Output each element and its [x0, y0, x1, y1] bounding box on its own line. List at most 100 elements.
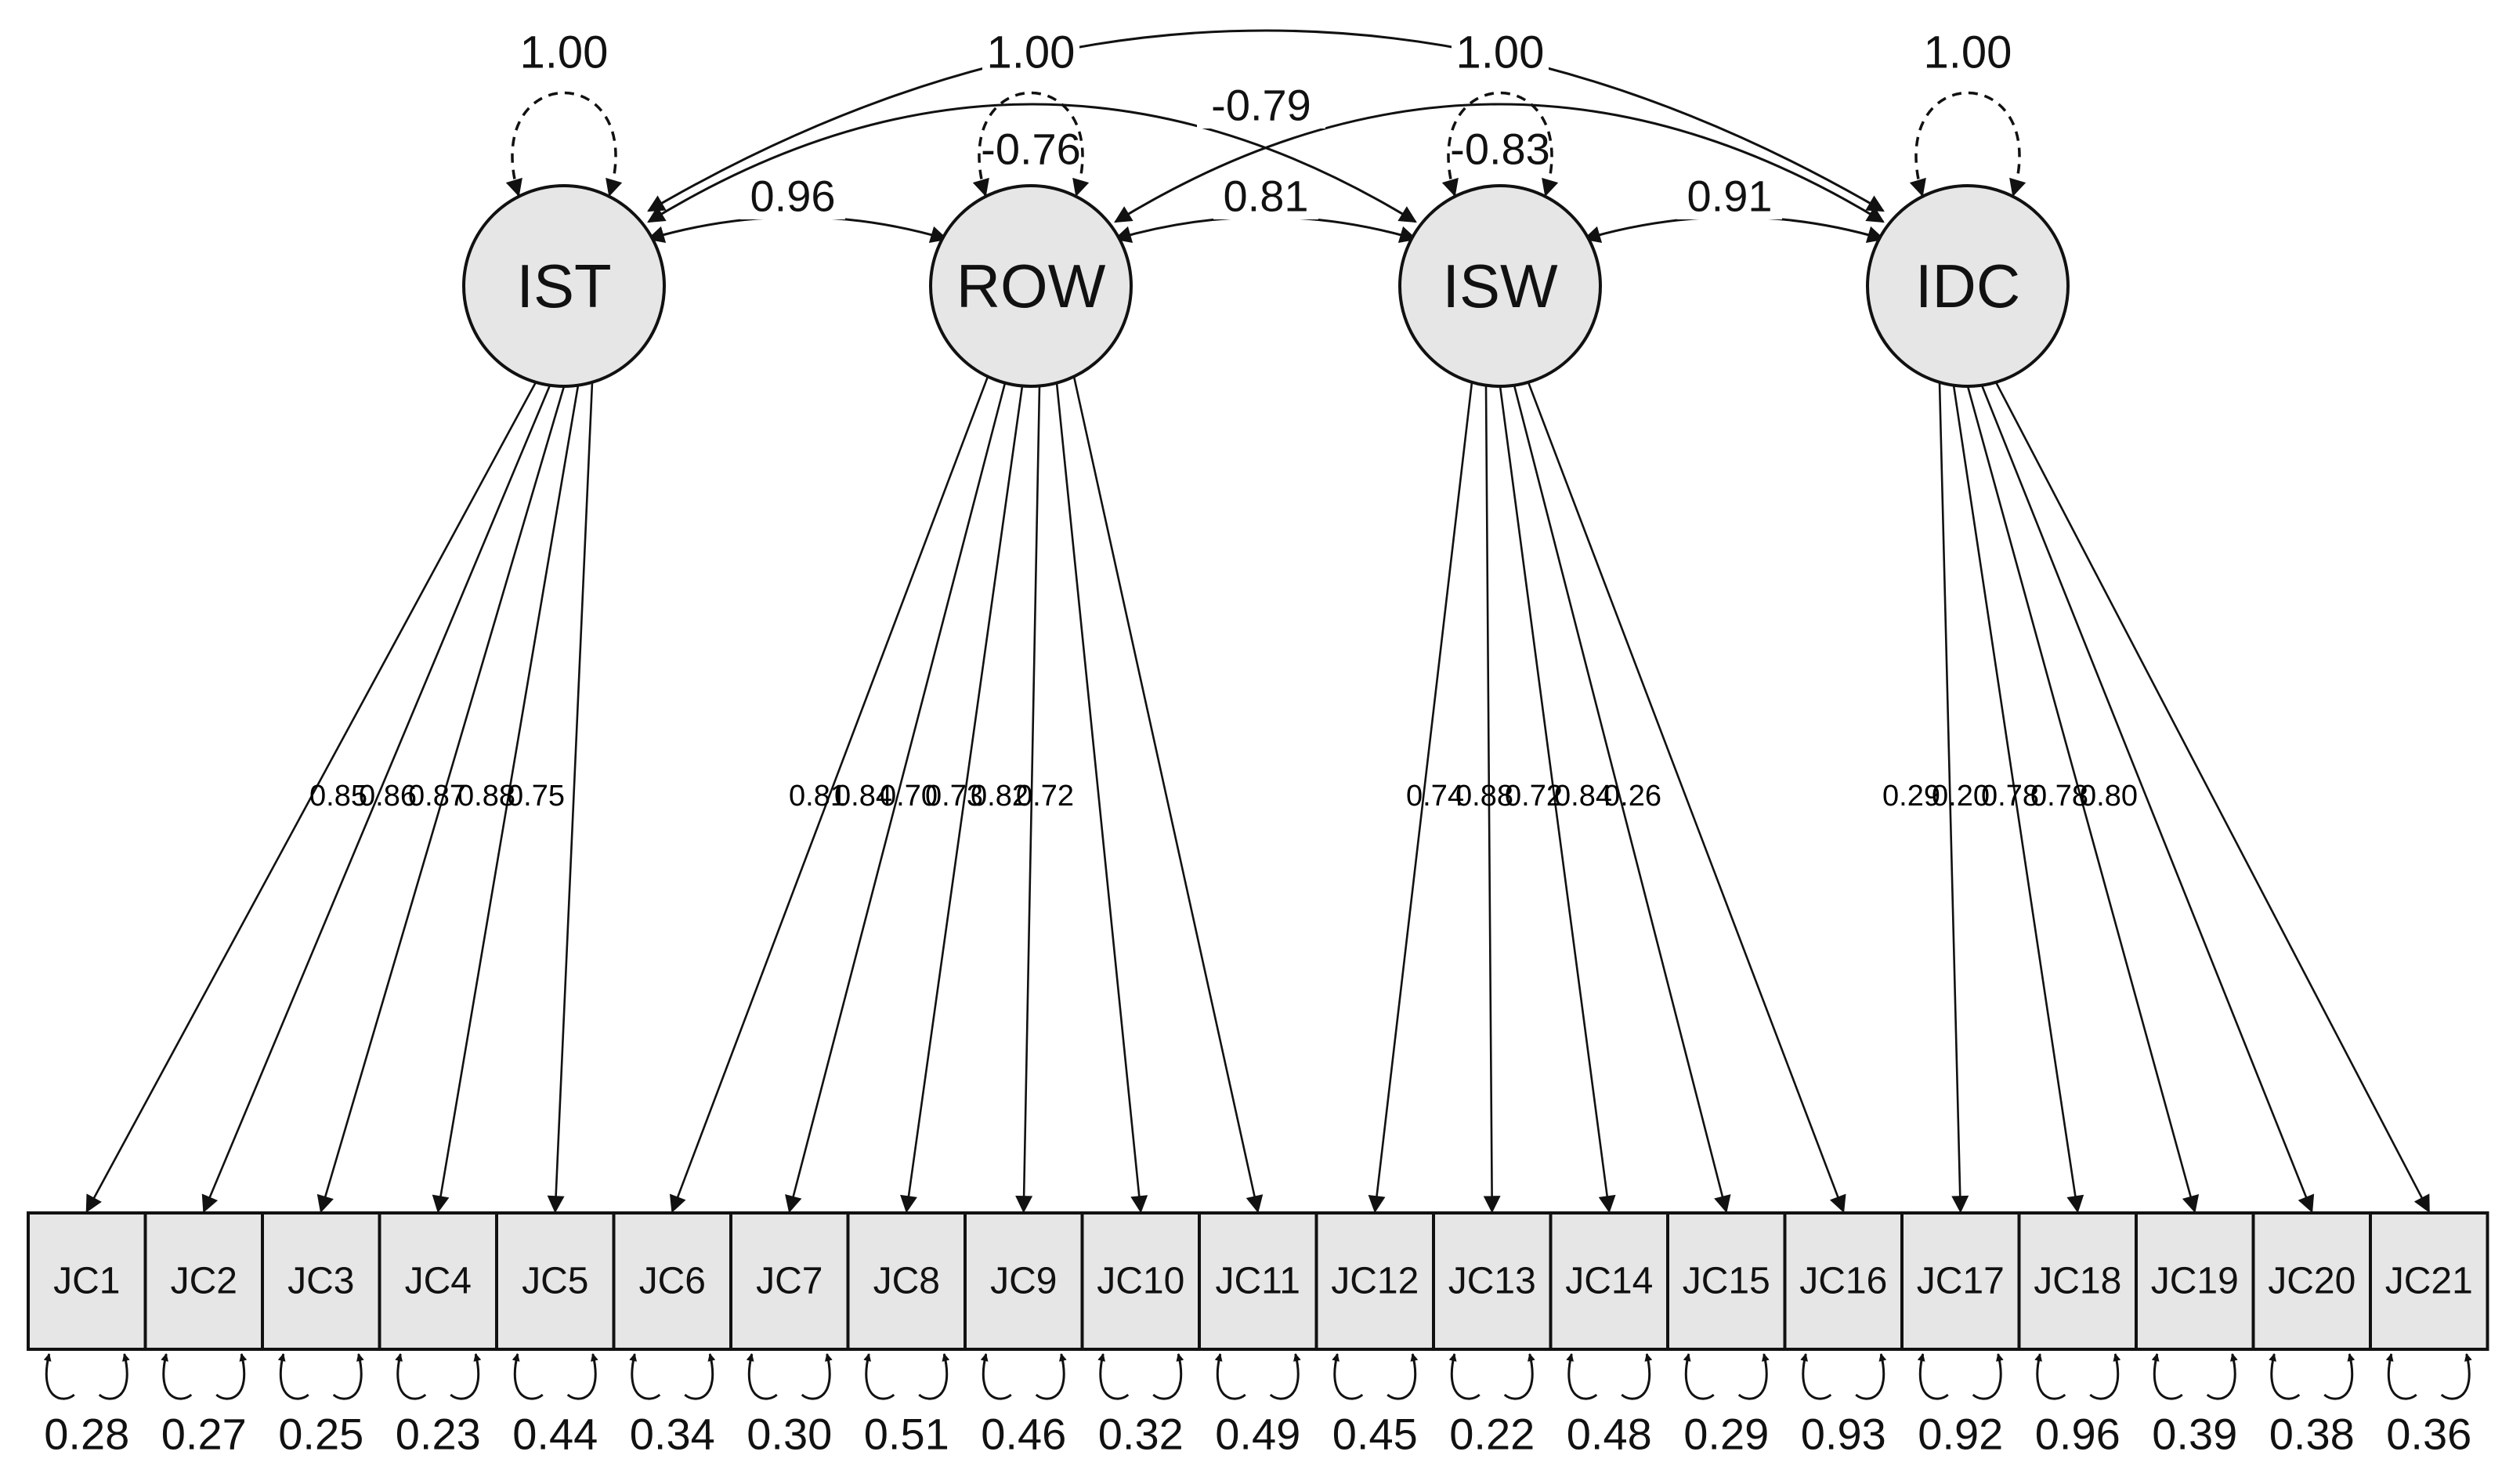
residual-arc-left — [1917, 1353, 1949, 1400]
latent-ist: IST — [462, 184, 666, 388]
residual-arc-right — [801, 1353, 833, 1400]
loading-value: 0.74 — [1406, 780, 1464, 813]
latent-label: IST — [516, 252, 611, 320]
indicator-box — [2369, 1211, 2489, 1351]
latent-circle — [462, 184, 666, 388]
indicator-jc8: JC8 — [846, 1211, 967, 1351]
indicator-label: JC17 — [1917, 1261, 2005, 1302]
variance-loop — [1441, 91, 1559, 197]
residual-value: 0.30 — [747, 1410, 832, 1459]
covariance-label-bg — [967, 125, 1095, 172]
residual-jc4: 0.23 — [395, 1353, 482, 1459]
indicator-jc7: JC7 — [729, 1211, 850, 1351]
loading-arrow-idc-jc21 — [1994, 382, 2430, 1213]
residual-arc-right — [1737, 1353, 1770, 1400]
residual-jc19: 0.39 — [2151, 1353, 2238, 1459]
residual-arc-left — [629, 1353, 661, 1400]
residual-value: 0.23 — [396, 1410, 481, 1459]
indicator-jc2: JC2 — [143, 1211, 264, 1351]
indicator-label: JC20 — [2268, 1261, 2355, 1302]
loading-arrow-row-jc11 — [1072, 376, 1264, 1214]
loading-arrow-idc-jc20 — [1980, 385, 2315, 1214]
variance-loop — [505, 91, 623, 197]
covariance-ist-row: 0.96 — [646, 172, 949, 243]
residual-arc-left — [1097, 1353, 1130, 1400]
residual-value: 0.39 — [2152, 1410, 2237, 1459]
residual-arc-left — [2151, 1353, 2183, 1400]
loading-arrow-row-jc9 — [1015, 386, 1041, 1214]
loading-arrow-row-jc10 — [1055, 382, 1148, 1214]
loading-value: 0.84 — [1554, 780, 1612, 813]
residual-jc14: 0.48 — [1566, 1353, 1653, 1459]
indicator-box — [2017, 1211, 2138, 1351]
residual-jc17: 0.92 — [1917, 1353, 2004, 1459]
covariance-row-idc: -0.83 — [1114, 103, 1885, 223]
loading-value: 0.87 — [408, 780, 466, 813]
latent-row: ROW — [929, 184, 1133, 388]
loading-value: 0.86 — [359, 780, 417, 813]
residual-arc-right — [2440, 1353, 2472, 1400]
residual-value: 0.27 — [161, 1410, 247, 1459]
loading-arrow-ist-jc2 — [201, 385, 551, 1214]
indicator-label: JC16 — [1799, 1261, 1887, 1302]
residual-arc-left — [2034, 1353, 2066, 1400]
residual-arc-right — [1035, 1353, 1067, 1400]
loading-value: 0.72 — [1505, 780, 1563, 813]
variance-row: 1.00 — [972, 27, 1090, 197]
residual-value: 0.48 — [1567, 1410, 1652, 1459]
residual-jc5: 0.44 — [512, 1353, 598, 1459]
residual-jc10: 0.32 — [1097, 1353, 1184, 1459]
covariance-arc — [1114, 103, 1885, 223]
residual-value: 0.29 — [1683, 1410, 1769, 1459]
variance-isw: 1.00 — [1441, 27, 1559, 197]
residual-jc1: 0.28 — [43, 1353, 130, 1459]
indicator-jc13: JC13 — [1432, 1211, 1553, 1351]
residual-arc-right — [1387, 1353, 1419, 1400]
covariance-value: -0.79 — [1211, 81, 1311, 130]
residual-arc-right — [1972, 1353, 2004, 1400]
residual-arc-right — [1855, 1353, 1887, 1400]
loading-arrow-isw-jc16 — [1527, 382, 1846, 1214]
indicator-box — [729, 1211, 850, 1351]
loading-arrow-row-jc8 — [900, 386, 1024, 1214]
latent-circle — [1398, 184, 1602, 388]
residual-value: 0.92 — [1918, 1410, 2003, 1459]
loading-value: 0.85 — [309, 780, 367, 813]
residual-arc-left — [863, 1353, 895, 1400]
residual-arc-left — [1800, 1353, 1832, 1400]
loading-value: 0.82 — [971, 780, 1029, 813]
indicator-jc4: JC4 — [378, 1211, 498, 1351]
variance-label-bg — [515, 31, 613, 74]
indicator-label: JC15 — [1683, 1261, 1770, 1302]
indicator-jc18: JC18 — [2017, 1211, 2138, 1351]
latent-label: ROW — [956, 252, 1106, 320]
loading-value: 0.88 — [457, 780, 515, 813]
indicator-label: JC7 — [756, 1261, 823, 1302]
loading-arrow-idc-jc19 — [1966, 386, 2200, 1214]
residual-jc16: 0.93 — [1800, 1353, 1887, 1459]
residual-arc-right — [918, 1353, 950, 1400]
loading-arrow-row-jc7 — [785, 382, 1007, 1214]
loading-arrow-isw-jc15 — [1513, 385, 1731, 1214]
residual-arc-left — [1683, 1353, 1715, 1400]
residual-arc-right — [2089, 1353, 2121, 1400]
residual-value: 0.25 — [278, 1410, 363, 1459]
loading-value: 0.78 — [2030, 780, 2088, 813]
indicator-jc16: JC16 — [1783, 1211, 1904, 1351]
residual-jc6: 0.34 — [629, 1353, 716, 1459]
covariance-ist-idc: -0.79 — [647, 29, 1885, 212]
residual-arc-right — [566, 1353, 598, 1400]
residual-arc-left — [980, 1353, 1012, 1400]
residual-arc-right — [1269, 1353, 1301, 1400]
indicator-label: JC1 — [53, 1261, 120, 1302]
latent-isw: ISW — [1398, 184, 1602, 388]
residual-arc-left — [746, 1353, 778, 1400]
residual-jc2: 0.27 — [161, 1353, 248, 1459]
indicator-label: JC4 — [405, 1261, 472, 1302]
residual-value: 0.32 — [1098, 1410, 1184, 1459]
loading-value: 0.88 — [1455, 780, 1513, 813]
residual-value: 0.28 — [44, 1410, 129, 1459]
residual-arc-right — [2323, 1353, 2355, 1400]
loading-arrow-ist-jc1 — [85, 382, 537, 1213]
